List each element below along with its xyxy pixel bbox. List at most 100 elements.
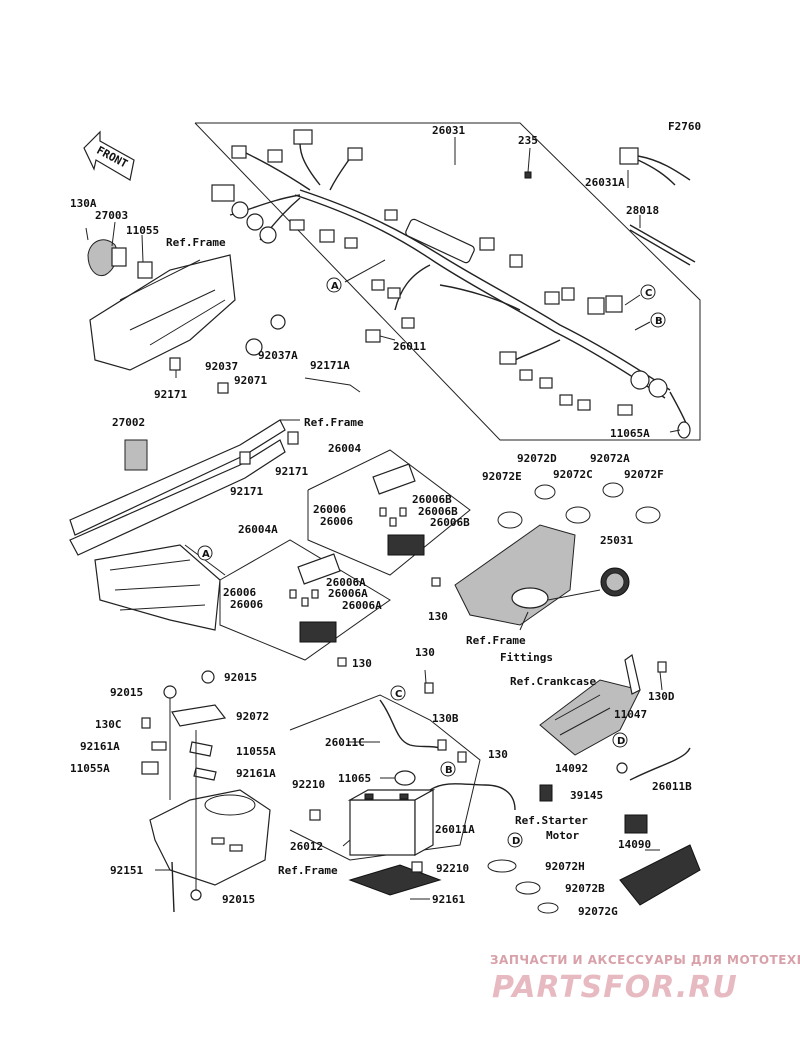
callout-a-1-label: A <box>331 281 339 292</box>
connector <box>587 297 605 315</box>
front-arrow-shape <box>83 130 135 181</box>
grommet-92071 <box>245 338 263 356</box>
frame-lines <box>109 559 206 611</box>
branch-wire <box>299 139 321 186</box>
callout-c-2 <box>390 685 406 701</box>
label-26006-b: 26006 <box>320 515 353 528</box>
connector <box>479 237 495 251</box>
battery-tray-group <box>141 670 271 913</box>
callout-d-2-label: D <box>617 736 625 747</box>
fuse-39145 <box>539 784 553 802</box>
label-92072h: 92072H <box>545 860 585 873</box>
label-92210-a: 92210 <box>292 778 325 791</box>
clip-92210 <box>411 861 423 873</box>
connector <box>371 279 385 291</box>
battery-terminal <box>364 793 374 800</box>
label-fittings: Fittings <box>500 651 553 664</box>
label-130-c: 130 <box>415 646 435 659</box>
label-25031: 25031 <box>600 534 633 547</box>
label-235: 235 <box>518 134 538 147</box>
callout-circles: A C B A C B D D <box>197 277 666 848</box>
label-26011: 26011 <box>393 340 426 353</box>
fuse <box>389 517 397 527</box>
callout-d-1-label: D <box>512 836 520 847</box>
connector <box>387 287 401 299</box>
clip-92171 <box>169 357 181 371</box>
part-labels: F2760 26031 235 26031A 28018 130A 27003 … <box>70 120 701 918</box>
label-92071: 92071 <box>234 374 267 387</box>
label-26006-a: 26006 <box>313 503 346 516</box>
fitting-hole <box>511 587 549 609</box>
rod-28018 <box>629 229 691 266</box>
connector <box>605 295 623 313</box>
label-92072a: 92072A <box>590 452 630 465</box>
socket-face <box>605 572 625 592</box>
connector <box>319 229 335 243</box>
fuse-box-cover <box>372 463 416 495</box>
bracket-92072 <box>171 704 227 727</box>
main-harness-group <box>194 122 701 441</box>
battery-group-outline <box>289 694 481 861</box>
callout-a-2-label: A <box>202 549 210 560</box>
label-ref-frame-2: Ref.Frame <box>304 416 364 429</box>
fuse-box-cover <box>297 553 341 585</box>
callout-d-2 <box>612 732 628 748</box>
clamp-cover-group <box>454 482 661 631</box>
callout-b-1 <box>650 312 666 328</box>
leader <box>624 294 641 306</box>
leader <box>659 671 663 691</box>
tray-slot <box>211 837 225 845</box>
connector-round <box>630 370 650 390</box>
leader <box>379 335 396 341</box>
watermark-line1: ЗАПЧАСТИ И АКСЕССУАРЫ ДЛЯ МОТОТЕХНИКИ <box>490 953 800 967</box>
label-26006a-1: 26006A <box>326 576 366 589</box>
callout-d-1 <box>507 832 523 848</box>
connector-round <box>648 378 668 398</box>
leader <box>634 321 651 331</box>
crankcase-lines <box>554 694 611 736</box>
bolt-130 <box>424 682 434 694</box>
connector-round <box>246 213 264 231</box>
branch-wire <box>439 284 521 311</box>
sub-harness-connector <box>619 147 639 165</box>
label-92072f: 92072F <box>624 468 664 481</box>
label-130a: 130A <box>70 197 97 210</box>
label-26006-c: 26006 <box>223 586 256 599</box>
bolt-130 <box>337 657 347 667</box>
tray-slot <box>229 844 243 852</box>
callout-a-2 <box>197 545 213 561</box>
label-130-a: 130 <box>428 610 448 623</box>
bolt-130C <box>141 717 151 729</box>
label-130-d: 130 <box>488 748 508 761</box>
band-92072A <box>602 482 624 498</box>
frame-fitting-cover <box>454 524 576 626</box>
label-92072: 92072 <box>236 710 269 723</box>
leader <box>527 147 531 173</box>
label-26031: 26031 <box>432 124 465 137</box>
label-ref-frame-4: Ref.Frame <box>278 864 338 877</box>
corrugated-tube <box>405 218 475 264</box>
band-92072C <box>565 506 591 524</box>
connector <box>561 287 575 301</box>
band-92072H <box>487 859 517 873</box>
clip-92037 <box>217 382 229 394</box>
label-11047: 11047 <box>614 708 647 721</box>
connector <box>231 145 247 159</box>
label-92015-c: 92015 <box>222 893 255 906</box>
callout-c-1 <box>640 284 656 300</box>
watermark-line2: PARTSFOR.RU <box>492 970 738 1005</box>
label-26004: 26004 <box>328 442 361 455</box>
label-92072c: 92072C <box>553 468 593 481</box>
label-92161: 92161 <box>432 893 465 906</box>
battery-tray <box>149 789 271 886</box>
connector-round <box>259 226 277 244</box>
clip-92171 <box>239 451 251 465</box>
bolt-130 <box>431 577 441 587</box>
label-27002: 27002 <box>112 416 145 429</box>
label-27003: 27003 <box>95 209 128 222</box>
band-92072B <box>515 881 541 895</box>
leader <box>547 589 601 601</box>
fuse <box>399 507 407 517</box>
label-92171-b: 92171 <box>230 485 263 498</box>
